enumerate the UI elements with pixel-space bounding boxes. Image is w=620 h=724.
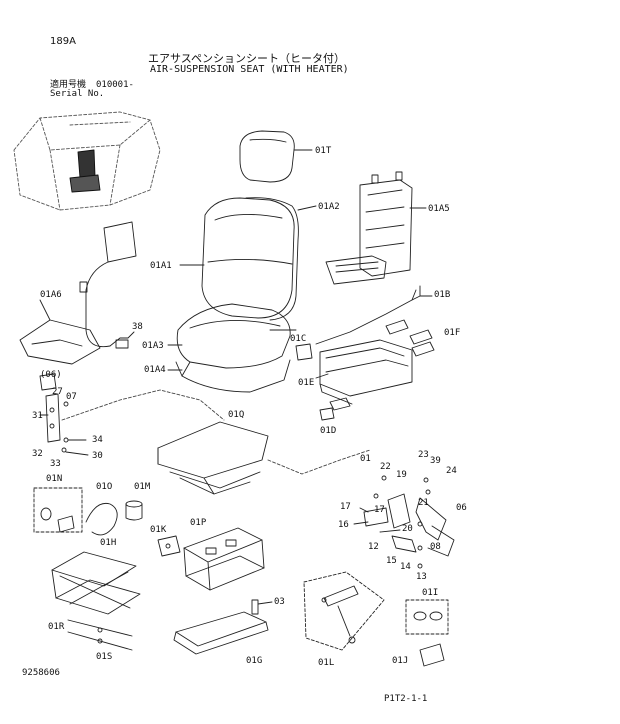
label-01Q: 01Q (228, 410, 245, 420)
part-01F-knobs (386, 320, 434, 356)
label-08: 08 (430, 542, 441, 552)
label-17-b: 17 (374, 505, 385, 515)
label-23: 23 (418, 450, 429, 460)
part-01A1-01A2-backrest (180, 198, 316, 320)
part-01A5-backrest-frame (326, 172, 426, 284)
part-01E-slide-rail (316, 340, 412, 404)
label-01H: 01H (100, 538, 117, 548)
label-01K: 01K (150, 525, 167, 535)
part-01G-guide-rail (174, 600, 272, 654)
title-japanese: エアサスペンションシート（ヒータ付） (148, 52, 346, 65)
label-01A3: 01A3 (142, 341, 164, 351)
part-01N-kit-box (34, 488, 82, 532)
label-21: 21 (418, 498, 429, 508)
drawing-number: 9258606 (22, 668, 60, 678)
lever-bracket-group (40, 374, 88, 455)
label-01S: 01S (96, 652, 113, 662)
title-english: AIR-SUSPENSION SEAT (WITH HEATER) (150, 64, 349, 75)
label-01E: 01E (298, 378, 315, 388)
label-30: 30 (92, 451, 103, 461)
part-01B-release-rod (316, 286, 432, 344)
label-14: 14 (400, 562, 411, 572)
leader-lines (62, 390, 370, 474)
label-06: 06 (456, 503, 467, 513)
label-24: 24 (446, 466, 457, 476)
part-01J-cover (420, 644, 444, 666)
label-01A6: 01A6 (40, 290, 62, 300)
part-01T-headrest (240, 131, 312, 182)
part-01K-bracket (158, 536, 180, 556)
part-01M-bushing (126, 501, 142, 520)
label-01: 01 (360, 454, 371, 464)
label-20: 20 (402, 524, 413, 534)
serial-label-english: Serial No. (50, 89, 105, 99)
label-12: 12 (368, 542, 379, 552)
label-01A2: 01A2 (318, 202, 340, 212)
label-19: 19 (396, 470, 407, 480)
cab-seat-icon (70, 150, 100, 192)
page-reference: P1T2-1-1 (384, 694, 428, 704)
label-07: 07 (66, 392, 77, 402)
label-01C: 01C (290, 334, 307, 344)
label-27: 27 (52, 387, 63, 397)
label-17-a: 17 (340, 502, 351, 512)
label-15: 15 (386, 556, 397, 566)
part-01A6-heater-pad (20, 300, 100, 364)
label-39: 39 (430, 456, 441, 466)
label-01D: 01D (320, 426, 337, 436)
serial-label-japanese: 適用号機 (50, 80, 87, 90)
part-01R-01S-cables (68, 620, 132, 650)
part-01D-bolts (320, 398, 350, 420)
part-01I-caps-box (406, 600, 448, 634)
label-32: 32 (32, 449, 43, 459)
label-01N: 01N (46, 474, 63, 484)
heater-cable-harness (80, 222, 136, 348)
lever-assembly-group (354, 476, 454, 568)
cab-outline-illustration (14, 112, 160, 210)
label-01L: 01L (318, 658, 335, 668)
label-01O: 01O (96, 482, 113, 492)
part-01L-damper (322, 586, 358, 643)
part-01H-scissor-linkage (52, 552, 140, 614)
part-01N-components (41, 508, 74, 532)
label-01B: 01B (434, 290, 451, 300)
label-34: 34 (92, 435, 103, 445)
label-16: 16 (338, 520, 349, 530)
label-01T: 01T (315, 146, 332, 156)
label-01A4: 01A4 (144, 365, 166, 375)
label-31: 31 (32, 411, 43, 421)
part-01L-damper-box (304, 572, 384, 650)
label-13: 13 (416, 572, 427, 582)
label-01P: 01P (190, 518, 207, 528)
label-01I: 01I (422, 588, 439, 598)
label-01A1: 01A1 (150, 261, 172, 271)
part-01O-spring (86, 503, 117, 535)
part-01C-connector (296, 344, 312, 360)
label-01A5: 01A5 (428, 204, 450, 214)
part-01I-caps (414, 612, 442, 620)
label-22: 22 (380, 462, 391, 472)
page-code: 189A (50, 36, 76, 47)
label-06-ref: (06) (40, 370, 62, 380)
label-01J: 01J (392, 656, 409, 666)
label-01F: 01F (444, 328, 461, 338)
label-01G: 01G (246, 656, 263, 666)
part-01A3-01A4-seat-cushion (168, 304, 296, 392)
part-01P-base-plate (184, 528, 264, 590)
label-03: 03 (274, 597, 285, 607)
part-01Q-suspension-unit (158, 422, 268, 494)
label-01M: 01M (134, 482, 151, 492)
label-01R: 01R (48, 622, 65, 632)
label-33: 33 (50, 459, 61, 469)
serial-value: 010001- (96, 80, 134, 90)
label-38: 38 (132, 322, 143, 332)
